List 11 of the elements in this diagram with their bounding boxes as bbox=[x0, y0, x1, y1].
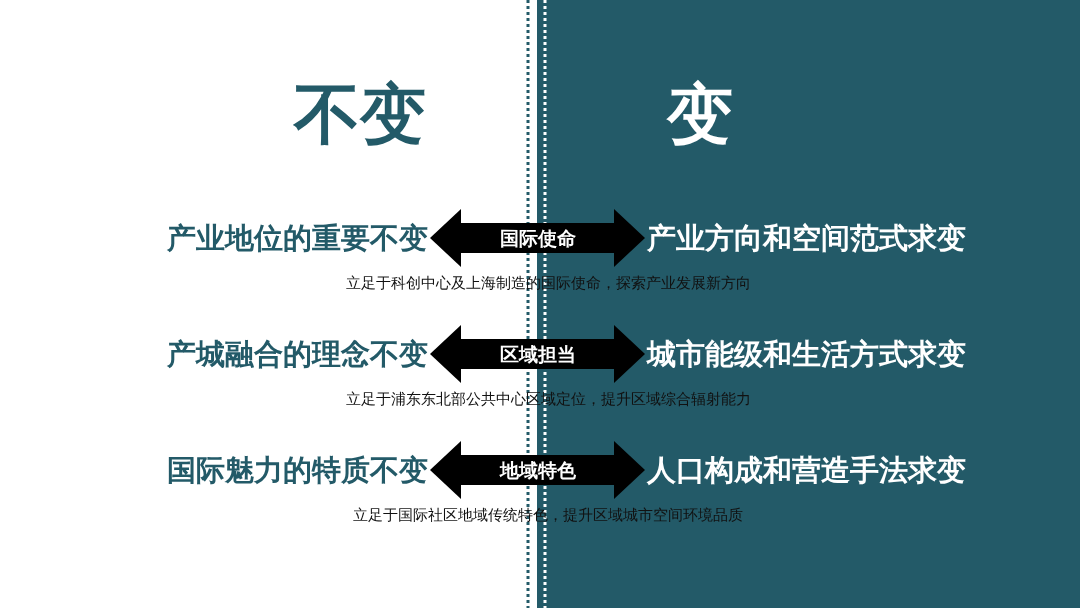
double-arrow bbox=[430, 325, 645, 383]
statement-text: 产城融合的理念不变 bbox=[60, 331, 428, 377]
column-heading: 变 bbox=[667, 75, 733, 155]
statement-text: 产业地位的重要不变 bbox=[60, 215, 428, 261]
statement-text: 国际魅力的特质不变 bbox=[60, 447, 428, 493]
double-arrow bbox=[430, 209, 645, 267]
statement-text: 人口构成和营造手法求变 bbox=[647, 447, 1027, 493]
statement-text: 城市能级和生活方式求变 bbox=[647, 331, 1027, 377]
statement-text: 产业方向和空间范式求变 bbox=[647, 215, 1027, 261]
double-arrow bbox=[430, 441, 645, 499]
column-heading: 不变 bbox=[294, 75, 426, 155]
